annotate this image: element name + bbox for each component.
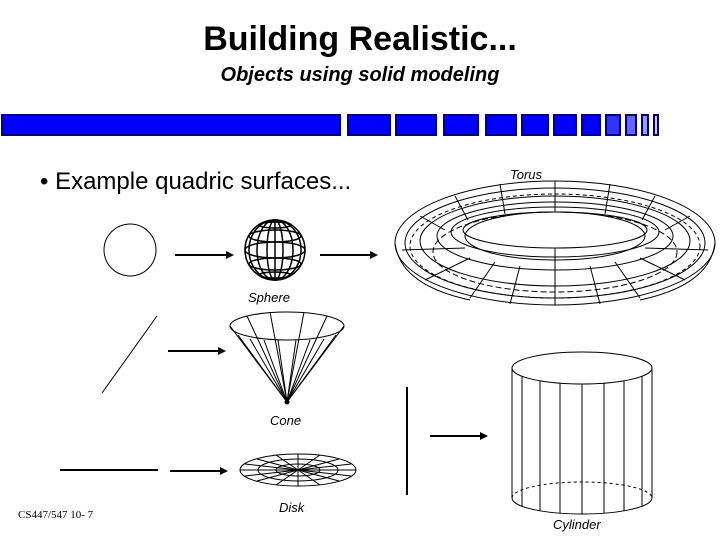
arrow-to-cone (168, 347, 226, 355)
arrow-to-disk (170, 467, 228, 475)
slide-subtitle: Objects using solid modeling (220, 64, 500, 86)
torus-label: Torus (510, 167, 543, 182)
bullet-text: • Example quadric surfaces... (40, 168, 352, 195)
sphere-wireframe (244, 219, 306, 281)
cylinder-wireframe (511, 351, 653, 515)
circle-primitive (103, 223, 157, 277)
arrow-to-sphere (175, 251, 234, 259)
torus-wireframe (394, 180, 716, 306)
disk-label: Disk (279, 500, 305, 515)
cone-label: Cone (270, 413, 302, 428)
disk-wireframe (239, 453, 357, 487)
sphere-label: Sphere (248, 290, 290, 305)
arrow-to-cylinder (430, 432, 488, 440)
cylinder-label: Cylinder (553, 517, 601, 532)
arrow-to-torus (320, 251, 378, 259)
header-bar (1, 114, 659, 136)
slide-footer: CS447/547 10- 7 (18, 509, 94, 521)
slanted-line-primitive (101, 315, 158, 394)
cone-wireframe (229, 311, 345, 405)
slide-title: Building Realistic... (203, 20, 517, 58)
